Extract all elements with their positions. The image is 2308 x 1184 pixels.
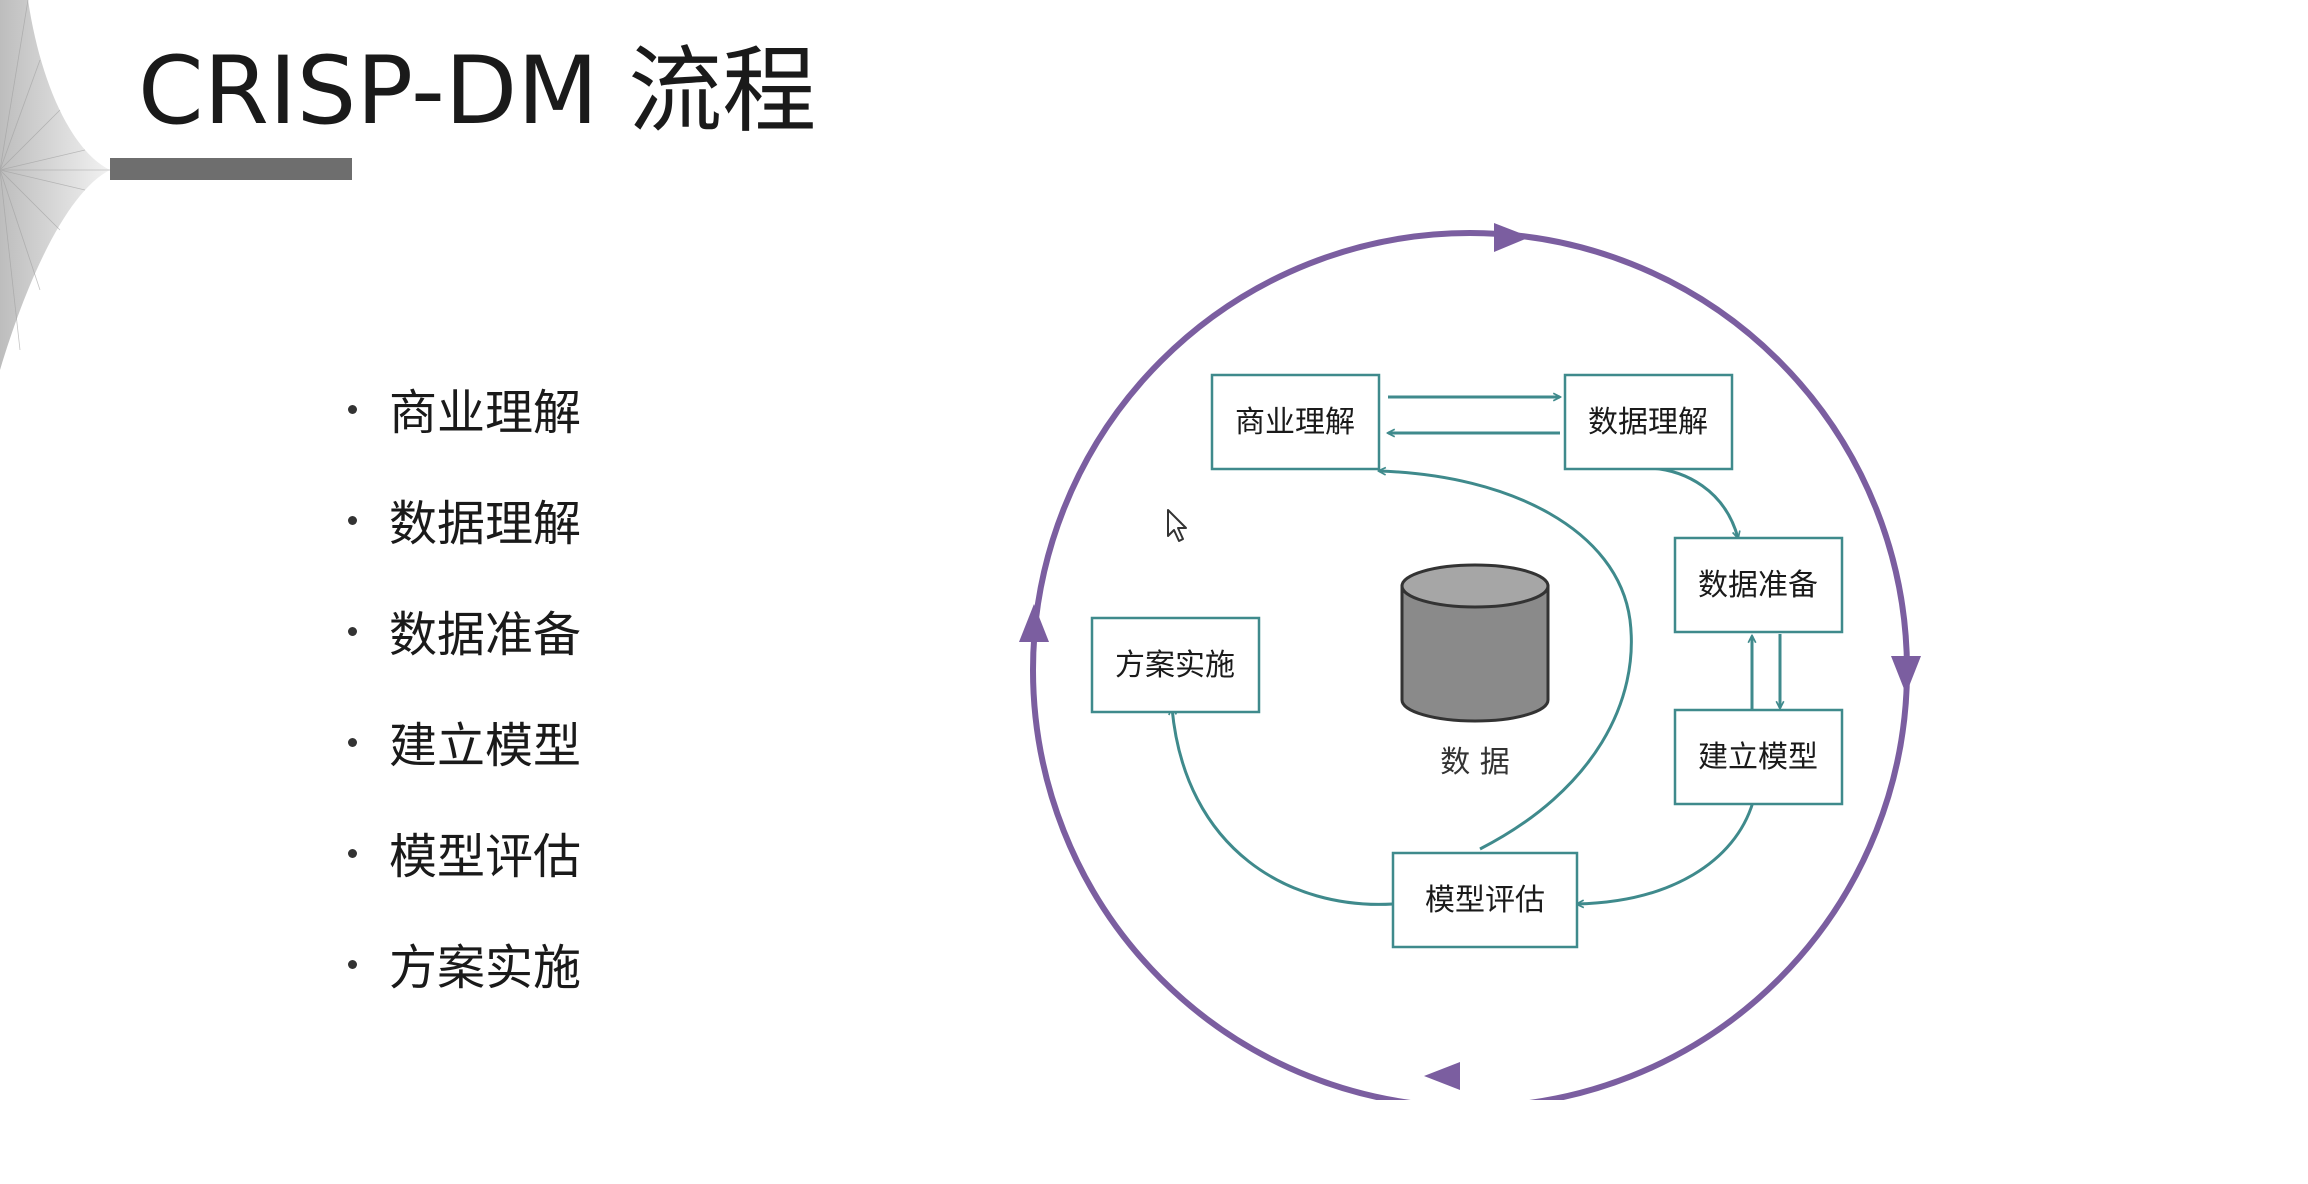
node-label: 建立模型 xyxy=(1698,740,1818,775)
bullet-item: 建立模型 xyxy=(348,685,581,796)
node-label: 方案实施 xyxy=(1115,648,1235,683)
node-label: 数据理解 xyxy=(1588,405,1708,440)
cycle-arrow-top-icon xyxy=(1494,223,1530,252)
node-deployment: 方案实施 xyxy=(1090,616,1261,714)
bullet-item: 商业理解 xyxy=(348,352,581,463)
node-data-preparation: 数据准备 xyxy=(1673,536,1844,634)
arrow-data-to-prep xyxy=(1649,466,1738,538)
slide-title: CRISP-DM 流程 xyxy=(138,37,817,146)
cycle-arrow-left-icon xyxy=(1019,604,1049,642)
bullet-dot-icon xyxy=(348,849,357,858)
bullet-label: 数据理解 xyxy=(389,495,582,552)
database-icon xyxy=(1400,563,1550,723)
node-data-understanding: 数据理解 xyxy=(1563,373,1734,471)
bullet-item: 方案实施 xyxy=(348,907,581,1018)
node-evaluation: 模型评估 xyxy=(1391,851,1579,949)
bullet-dot-icon xyxy=(348,627,357,636)
node-label: 模型评估 xyxy=(1425,883,1545,918)
bullet-item: 模型评估 xyxy=(348,796,581,907)
bullet-dot-icon xyxy=(348,516,357,525)
bullet-label: 数据准备 xyxy=(389,606,582,663)
bullet-dot-icon xyxy=(348,738,357,747)
bullet-label: 商业理解 xyxy=(389,384,582,441)
cycle-arrow-bottom-icon xyxy=(1424,1062,1460,1090)
bullet-item: 数据理解 xyxy=(348,463,581,574)
crisp-dm-diagram: 商业理解 数据理解 数据准备 建立模型 模型评估 方案实施 数 据 xyxy=(1019,223,1921,1100)
node-business-understanding: 商业理解 xyxy=(1210,373,1381,471)
bullet-dot-icon xyxy=(348,405,357,414)
database-label: 数 据 xyxy=(1440,745,1510,780)
node-modeling: 建立模型 xyxy=(1673,708,1844,806)
arrow-evaluation-to-deployment xyxy=(1172,708,1394,906)
bullet-label: 建立模型 xyxy=(389,717,582,774)
arrow-evaluation-to-business xyxy=(1379,471,1633,851)
node-label: 数据准备 xyxy=(1698,568,1818,603)
corner-decoration xyxy=(0,0,110,370)
bullet-label: 方案实施 xyxy=(389,939,582,996)
title-underline xyxy=(110,158,352,180)
bullet-list: 商业理解 数据理解 数据准备 建立模型 模型评估 方案实施 xyxy=(348,352,581,1018)
bullet-item: 数据准备 xyxy=(348,574,581,685)
mouse-cursor-icon xyxy=(1167,509,1187,542)
bullet-dot-icon xyxy=(348,960,357,969)
arrow-modeling-to-evaluation xyxy=(1577,801,1755,904)
bullet-label: 模型评估 xyxy=(389,828,582,885)
node-label: 商业理解 xyxy=(1235,405,1355,440)
cycle-arrow-right-icon xyxy=(1891,656,1921,694)
